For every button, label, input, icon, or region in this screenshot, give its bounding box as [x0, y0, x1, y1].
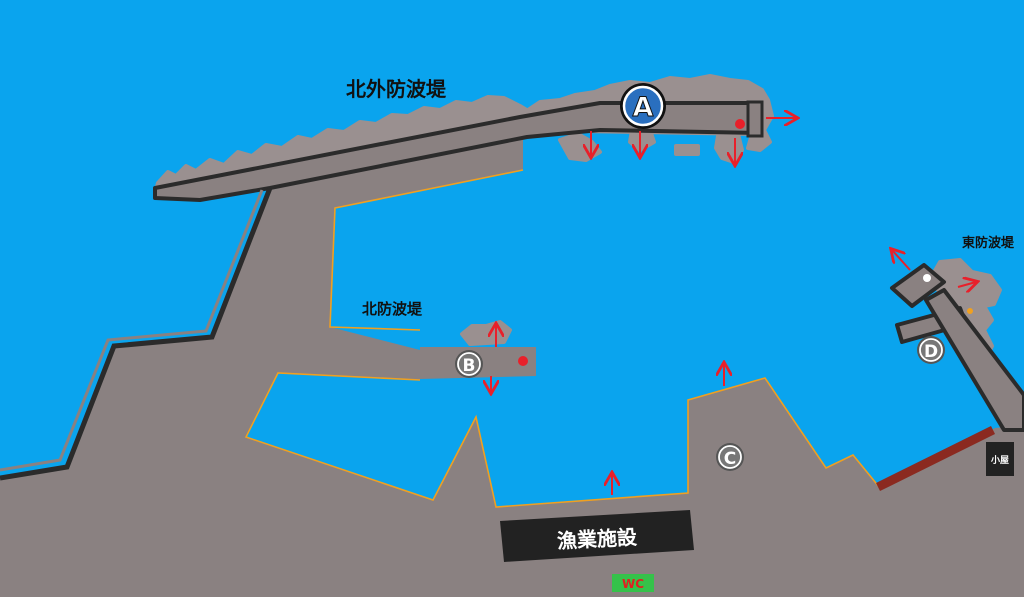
arrow-d-northwest — [892, 250, 911, 271]
north-outer-breakwater — [153, 101, 762, 202]
fishery-facility-label: 漁業施設 — [556, 525, 638, 553]
direction-arrows — [491, 118, 976, 495]
east-breakwater — [890, 263, 1024, 432]
hut — [986, 442, 1014, 476]
arrow-d-east — [957, 282, 976, 287]
land — [0, 118, 1024, 597]
north-breakwater-label: 北防波堤 — [362, 300, 423, 318]
marker-a-letter: A — [633, 92, 654, 123]
spot-dot-d-white — [923, 274, 931, 282]
east-breakwater-label: 東防波堤 — [962, 235, 1015, 251]
spot-dot-b — [518, 356, 528, 366]
hut-label: 小屋 — [990, 454, 1009, 466]
north-outer-breakwater-label: 北外防波堤 — [346, 77, 447, 101]
marker-d-letter: D — [924, 342, 938, 362]
marker-c[interactable]: C — [716, 443, 744, 471]
marker-a[interactable]: A — [620, 83, 666, 129]
marker-d[interactable]: D — [917, 336, 945, 364]
outer-seawall — [0, 187, 273, 481]
marker-b-letter: B — [463, 356, 476, 376]
wc-sign — [612, 574, 654, 592]
spot-dot-a — [735, 119, 745, 129]
wc-label: WC — [622, 577, 644, 591]
outer-seawall-inner — [0, 189, 264, 472]
marker-c-letter: C — [724, 449, 736, 469]
spot-dot-d-orange — [967, 308, 973, 314]
marker-b[interactable]: B — [455, 350, 483, 378]
fishery-facility-sign — [500, 510, 694, 562]
breakwater-head-block — [746, 100, 764, 138]
slipway — [876, 425, 995, 492]
quay-edges — [244, 169, 881, 508]
